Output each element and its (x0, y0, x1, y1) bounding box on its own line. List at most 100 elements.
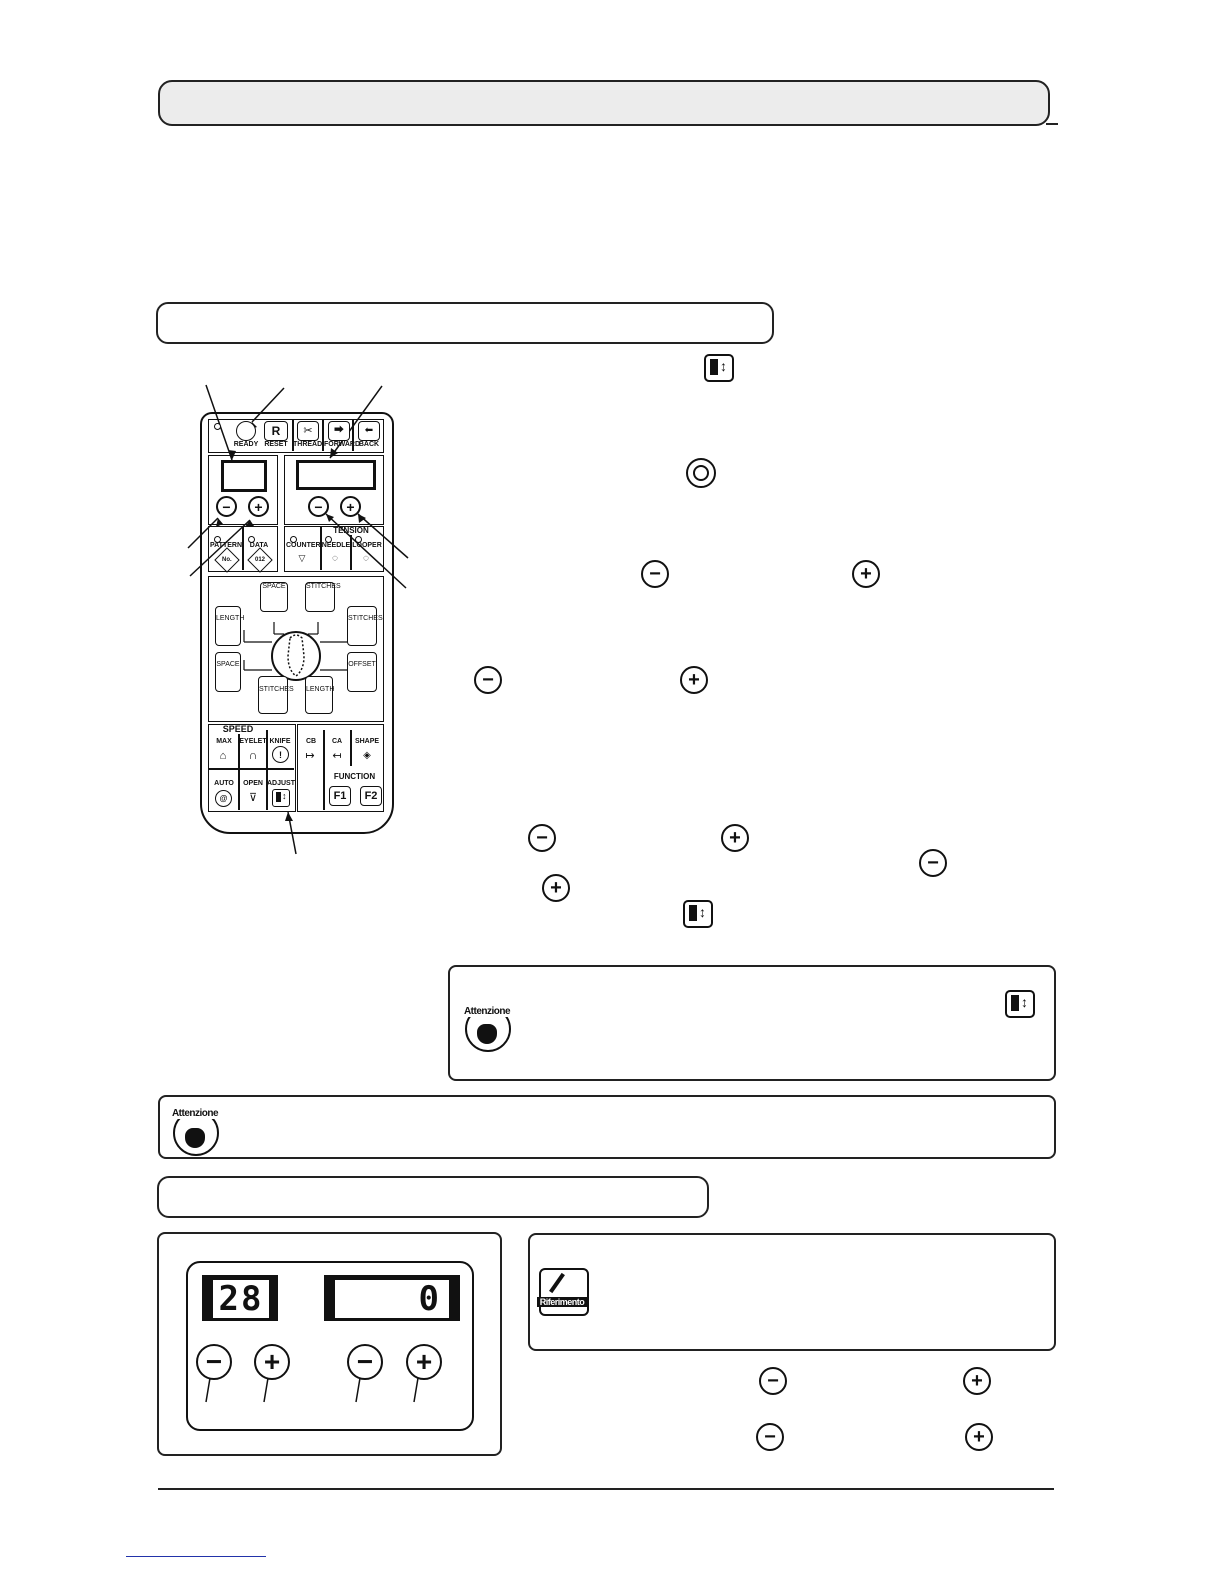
space-left-key[interactable]: SPACE (215, 652, 241, 692)
open-key[interactable]: ⊽ (248, 791, 258, 804)
offset-right-key[interactable]: OFFSET (347, 652, 377, 692)
footer-link-underline (126, 1556, 266, 1557)
f2-key[interactable]: F2 (360, 786, 382, 806)
speed-divider-h (208, 768, 294, 770)
minus-circle-icon: − (528, 824, 556, 852)
minus-circle-icon: − (919, 849, 947, 877)
space-top-key[interactable]: SPACE (260, 582, 288, 612)
speed-divider-v2 (266, 730, 268, 810)
plus-circle-icon: + (721, 824, 749, 852)
ready-label: READY (233, 441, 259, 448)
left-plus-button[interactable]: + (248, 496, 269, 517)
back-label: BACK (358, 441, 380, 448)
left-display-area (208, 455, 278, 525)
control-panel (200, 412, 394, 834)
stitches-top-label: STITCHES (306, 583, 341, 590)
ca-key[interactable]: ↤ (332, 749, 342, 762)
eyelet-key[interactable]: ∩ (248, 748, 258, 762)
attention-box-large (448, 965, 1056, 1081)
pattern-label: PATTERN (210, 542, 243, 549)
reset-button[interactable]: R (264, 421, 288, 441)
cb-key[interactable]: ↦ (305, 749, 315, 762)
function-divider-1 (323, 730, 325, 810)
plus-circle-icon: + (963, 1367, 991, 1395)
left-display-window (221, 460, 267, 492)
adjust-label: ADJUST (267, 780, 296, 787)
display-plus-right[interactable]: + (406, 1344, 442, 1380)
right-plus-button[interactable]: + (340, 496, 361, 517)
knife-key[interactable]: ! (272, 746, 289, 763)
stitches-bottom-key[interactable]: STITCHES (258, 676, 294, 714)
display-leader-lines (205, 1378, 419, 1403)
space-left-label: SPACE (216, 661, 240, 668)
minus-circle-icon: − (474, 666, 502, 694)
speed-divider-v1 (238, 734, 240, 810)
display-minus-left[interactable]: − (196, 1344, 232, 1380)
offset-right-label: OFFSET (348, 661, 376, 668)
counter-key[interactable]: ▽ (298, 552, 306, 563)
length-left-label: LENGTH (216, 615, 245, 622)
minus-circle-icon: − (641, 560, 669, 588)
stitches-right-label: STITCHES (348, 615, 383, 622)
back-button[interactable]: ⬅ (358, 421, 380, 441)
thread-button[interactable]: ✂ (297, 421, 319, 441)
right-minus-button[interactable]: − (308, 496, 329, 517)
reference-box (528, 1233, 1056, 1351)
display-panel (186, 1261, 474, 1431)
counter-led (290, 536, 297, 543)
tension-divider-2 (350, 535, 352, 570)
header-bar (158, 80, 1050, 126)
attention-badge-text: Attenzione (168, 1108, 222, 1119)
reset-glyph: R (271, 424, 281, 438)
needle-key[interactable]: ◌ (332, 552, 338, 564)
left-lcd: 28 (202, 1275, 278, 1321)
auto-label: AUTO (214, 780, 234, 787)
length-bottom-key[interactable]: LENGTH (305, 676, 334, 714)
left-minus-button[interactable]: − (216, 496, 237, 517)
adjust-key-icon[interactable]: ↕ (272, 789, 290, 807)
right-lcd-value: 0 (335, 1280, 449, 1318)
looper-key[interactable]: ◌ (363, 552, 369, 564)
shape-key[interactable]: ◈ (363, 749, 371, 761)
max-label: MAX (216, 738, 232, 745)
display-plus-left[interactable]: + (254, 1344, 290, 1380)
reference-badge-text: Riferimento (537, 1297, 587, 1307)
top-key-row (208, 419, 384, 453)
left-lcd-value: 28 (213, 1280, 269, 1318)
function-divider-2 (350, 730, 352, 766)
plus-circle-icon: + (852, 560, 880, 588)
right-display-window (296, 460, 376, 490)
function-title: FUNCTION (333, 772, 376, 781)
display-minus-right[interactable]: − (347, 1344, 383, 1380)
adjust-key-icon: ↕ (704, 354, 734, 382)
counter-label: COUNTER (286, 542, 321, 549)
top-divider-2 (322, 419, 324, 451)
length-left-key[interactable]: LENGTH (215, 606, 245, 646)
power-led (214, 423, 221, 430)
eyelet-label: EYELET (239, 738, 267, 745)
max-key[interactable]: ⌂ (219, 750, 227, 762)
pattern-data-divider (242, 526, 244, 570)
section-title-box-1 (156, 302, 774, 344)
auto-key[interactable]: @ (215, 790, 232, 807)
right-display-area (284, 455, 384, 525)
knife-label: KNIFE (269, 738, 291, 745)
stitches-right-key[interactable]: STITCHES (347, 606, 383, 646)
thread-label: THREAD (293, 441, 323, 448)
minus-circle-icon: − (756, 1423, 784, 1451)
ready-button[interactable] (236, 421, 256, 441)
looper-led (355, 536, 362, 543)
stitches-bottom-label: STITCHES (259, 686, 294, 693)
forward-button[interactable]: ⮕ (328, 421, 350, 441)
stitches-top-key[interactable]: STITCHES (305, 582, 341, 612)
top-divider-3 (352, 419, 354, 451)
right-lcd: 0 (324, 1275, 460, 1321)
shape-connectors (243, 622, 349, 686)
reference-icon (539, 1268, 589, 1316)
data-label: DATA (249, 542, 269, 549)
adjust-key-icon: ↕ (1005, 990, 1035, 1018)
cb-label: CB (305, 738, 317, 745)
attention-badge-text: Attenzione (460, 1006, 514, 1017)
speed-title: SPEED (222, 724, 254, 734)
f1-key[interactable]: F1 (329, 786, 351, 806)
